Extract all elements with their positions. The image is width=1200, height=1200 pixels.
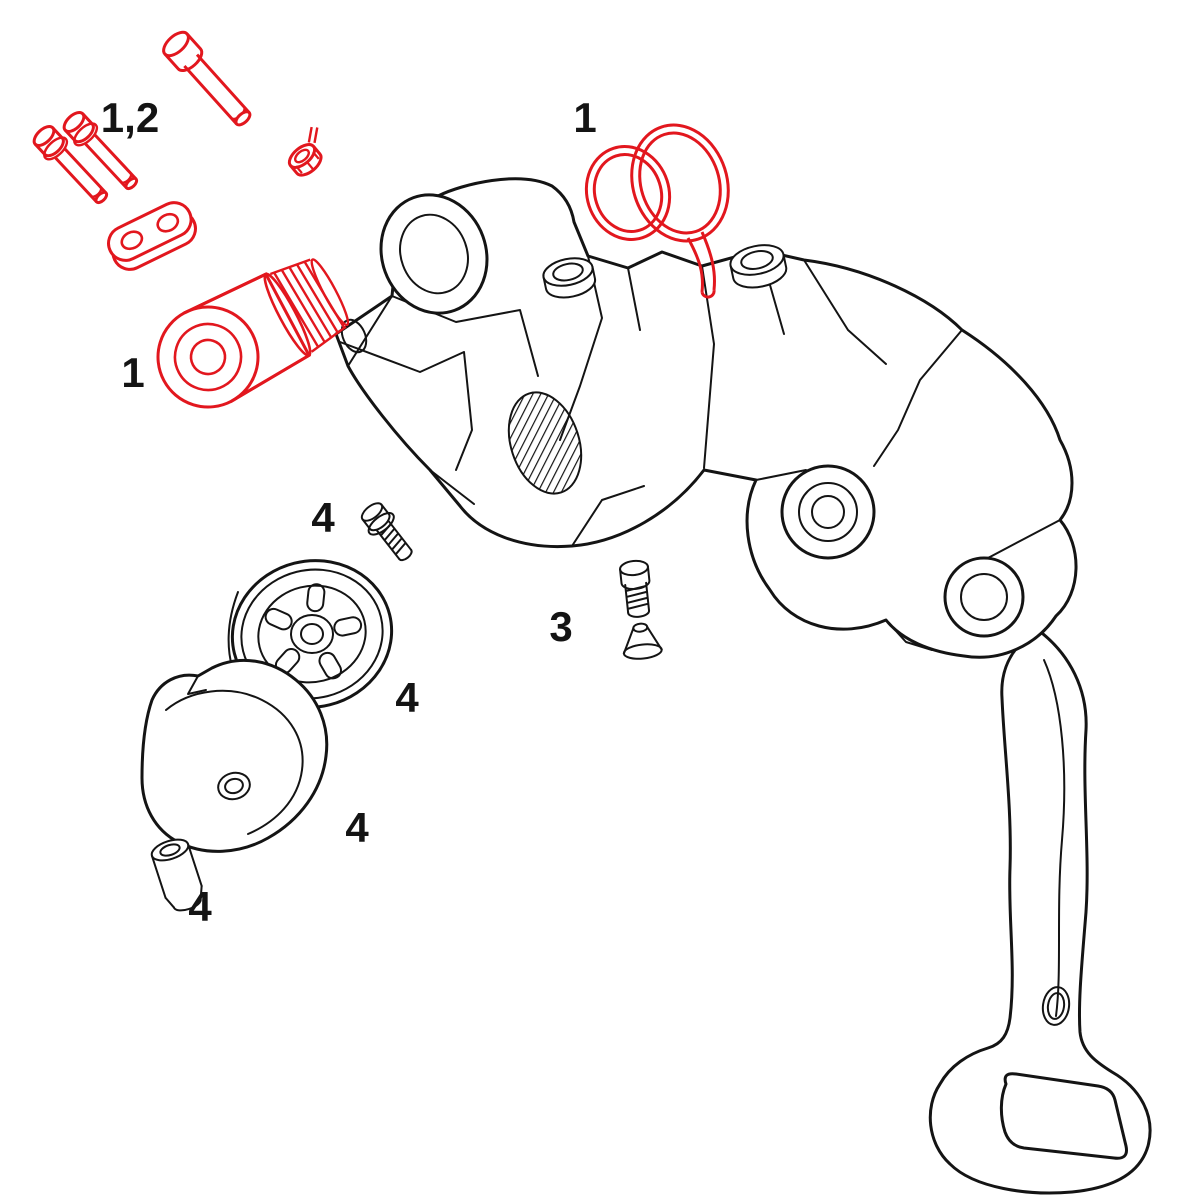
- cage-inner-plate: [140, 658, 329, 853]
- pivot-boss-upper: [780, 464, 876, 560]
- derailleur-body: [334, 177, 1078, 659]
- pivot-pin-small-a: [32, 125, 109, 205]
- hatched-window: [507, 391, 583, 495]
- top-bolt-boss-right: [729, 244, 788, 289]
- pivot-boss-lower: [943, 556, 1025, 638]
- b-knuckle-ring: [379, 193, 489, 315]
- label-mounting-bolt: 1: [121, 349, 144, 396]
- pulley-bushing: [150, 838, 203, 912]
- b-adjust-screw: [619, 559, 663, 660]
- pivot-pin-long: [162, 30, 252, 127]
- label-spring: 1: [573, 94, 596, 141]
- pivot-pin-small-b: [62, 111, 139, 191]
- cage-outer-plate: [928, 628, 1152, 1195]
- p-spring: [584, 123, 730, 299]
- screw-cone-foot: [622, 622, 663, 660]
- label-adjust-screw: 3: [549, 603, 572, 650]
- link-plate: [107, 201, 197, 271]
- pulley-bolt: [360, 502, 413, 562]
- spring-retainer-nut: [287, 126, 323, 177]
- pulley-spokes: [264, 583, 363, 680]
- label-pulley-bolt: 4: [311, 494, 335, 541]
- labels: 1,2 1 1 4 4 4 4 3: [101, 94, 597, 930]
- top-bolt-boss-left: [542, 257, 597, 299]
- label-pulley: 4: [395, 674, 419, 721]
- label-pulley-bushing: 4: [188, 883, 212, 930]
- mounting-bolt: [156, 258, 350, 409]
- derailleur-body-outline: [334, 177, 1078, 659]
- label-cage-inner-plate: 4: [345, 804, 369, 851]
- label-pin-kit: 1,2: [101, 94, 159, 141]
- pin-kit: [32, 30, 323, 271]
